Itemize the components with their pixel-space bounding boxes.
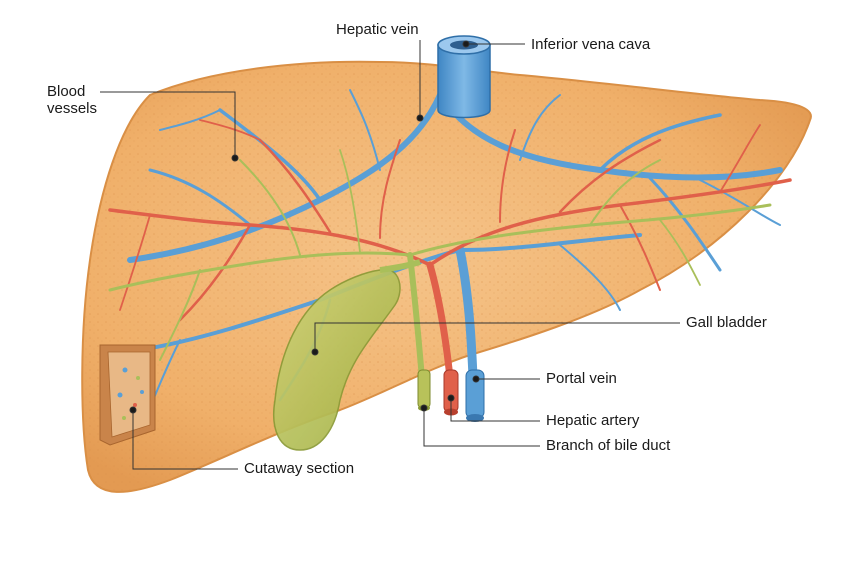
leader-gall-bladder [314,322,680,352]
label-blood-vessels: Blood vessels [47,83,117,117]
label-branch-of-bile-duct: Branch of bile duct [546,437,671,454]
label-inferior-vena-cava: Inferior vena cava [531,36,651,53]
label-hepatic-vein: Hepatic vein [336,21,419,38]
label-hepatic-artery: Hepatic artery [546,412,640,429]
label-blood-vessels-line2: vessels [47,100,98,117]
label-blood-vessels-line1: Blood [47,83,86,100]
leader-cutaway-section [132,410,238,470]
gall-bladder [273,268,401,451]
label-gall-bladder: Gall bladder [686,314,767,331]
hepatic-arteries [108,119,792,404]
label-cutaway-section: Cutaway section [244,460,355,477]
label-portal-vein: Portal vein [546,370,617,387]
cutaway-section [99,344,156,446]
leader-hepatic-artery [450,398,540,422]
leader-branch-of-bile-duct [423,408,540,447]
leader-lines [100,40,680,470]
leader-blood-vessels [100,91,236,158]
inferior-vena-cava [437,35,491,119]
